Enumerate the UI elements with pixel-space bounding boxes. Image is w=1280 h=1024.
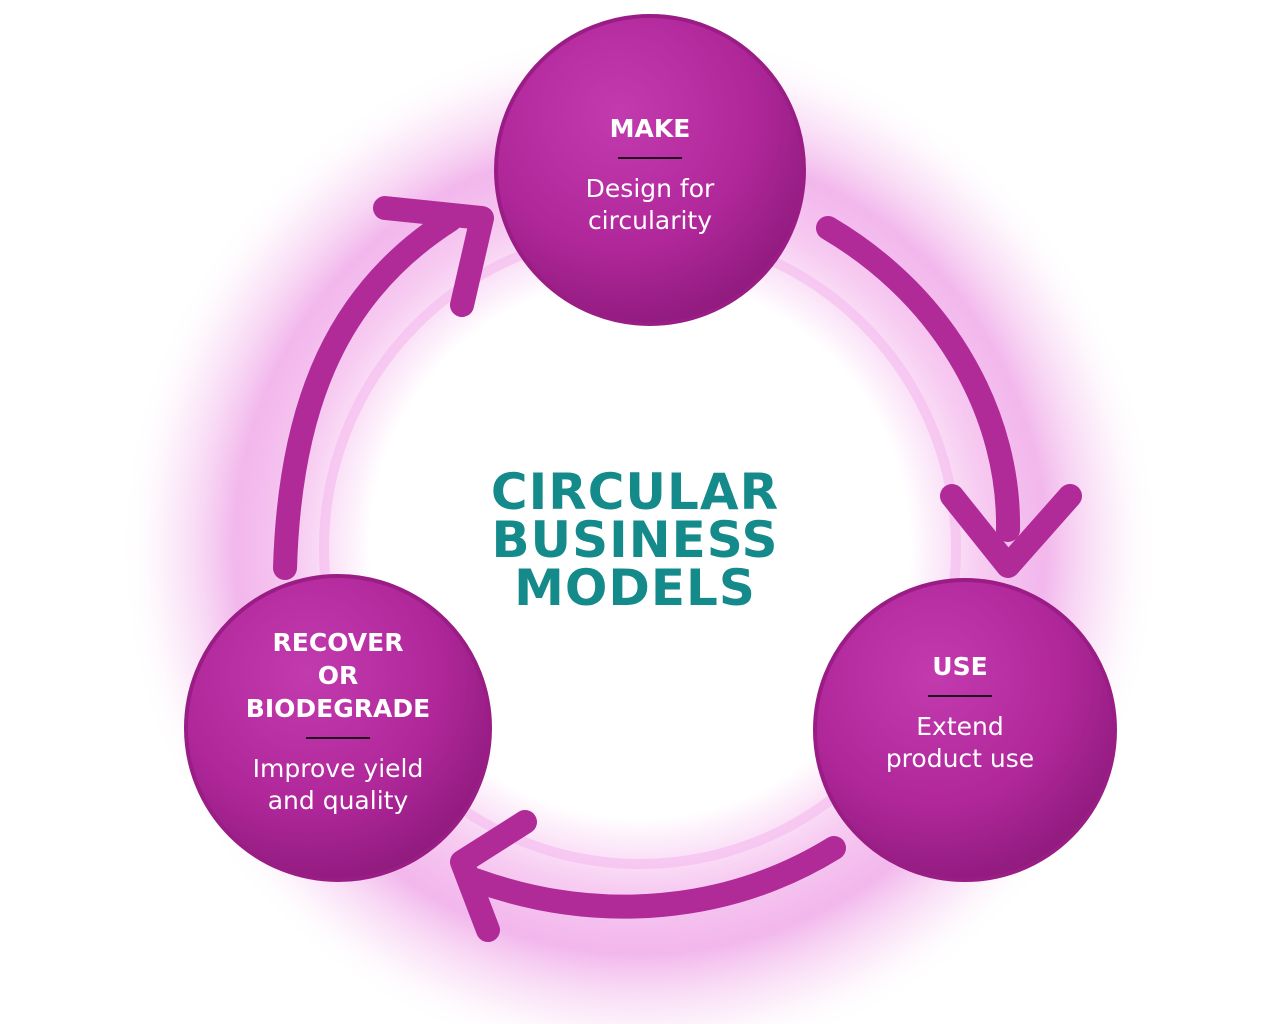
- arrow-make-to-use: [816, 216, 1082, 578]
- make-description: Design for circularity: [530, 173, 770, 237]
- make-desc-line2: circularity: [587, 206, 713, 235]
- arrow-use-to-recover: [450, 810, 846, 942]
- recover-node: RECOVER OR BIODEGRADE Improve yield and …: [208, 626, 468, 817]
- recover-desc-line1: Improve yield: [252, 754, 424, 783]
- make-node: MAKE Design for circularity: [530, 112, 770, 237]
- use-node: USE Extend product use: [840, 650, 1080, 775]
- recover-desc-line2: and quality: [267, 786, 409, 815]
- use-desc-line1: Extend: [916, 712, 1004, 741]
- make-title: MAKE: [530, 112, 770, 145]
- use-description: Extend product use: [840, 711, 1080, 775]
- recover-title-line2: OR: [317, 661, 359, 690]
- use-title: USE: [840, 650, 1080, 683]
- center-title-line2: BUSINESS: [491, 511, 779, 569]
- use-desc-line2: product use: [885, 744, 1035, 773]
- recover-divider: [306, 737, 370, 739]
- recover-title: RECOVER OR BIODEGRADE: [208, 626, 468, 725]
- recover-description: Improve yield and quality: [208, 753, 468, 817]
- make-circle: [494, 14, 806, 326]
- recover-circle: [184, 574, 492, 882]
- make-divider: [618, 157, 682, 159]
- arrow-recover-to-make: [273, 196, 494, 580]
- use-divider: [928, 695, 992, 697]
- recover-title-line3: BIODEGRADE: [245, 694, 431, 723]
- recover-title-line1: RECOVER: [272, 628, 404, 657]
- make-desc-line1: Design for: [585, 174, 715, 203]
- make-title-text: MAKE: [609, 114, 691, 143]
- center-title: CIRCULAR BUSINESS MODELS: [420, 463, 850, 617]
- center-title-line1: CIRCULAR: [490, 463, 780, 521]
- use-circle: [813, 578, 1117, 882]
- use-title-text: USE: [932, 652, 988, 681]
- center-title-line3: MODELS: [514, 559, 756, 617]
